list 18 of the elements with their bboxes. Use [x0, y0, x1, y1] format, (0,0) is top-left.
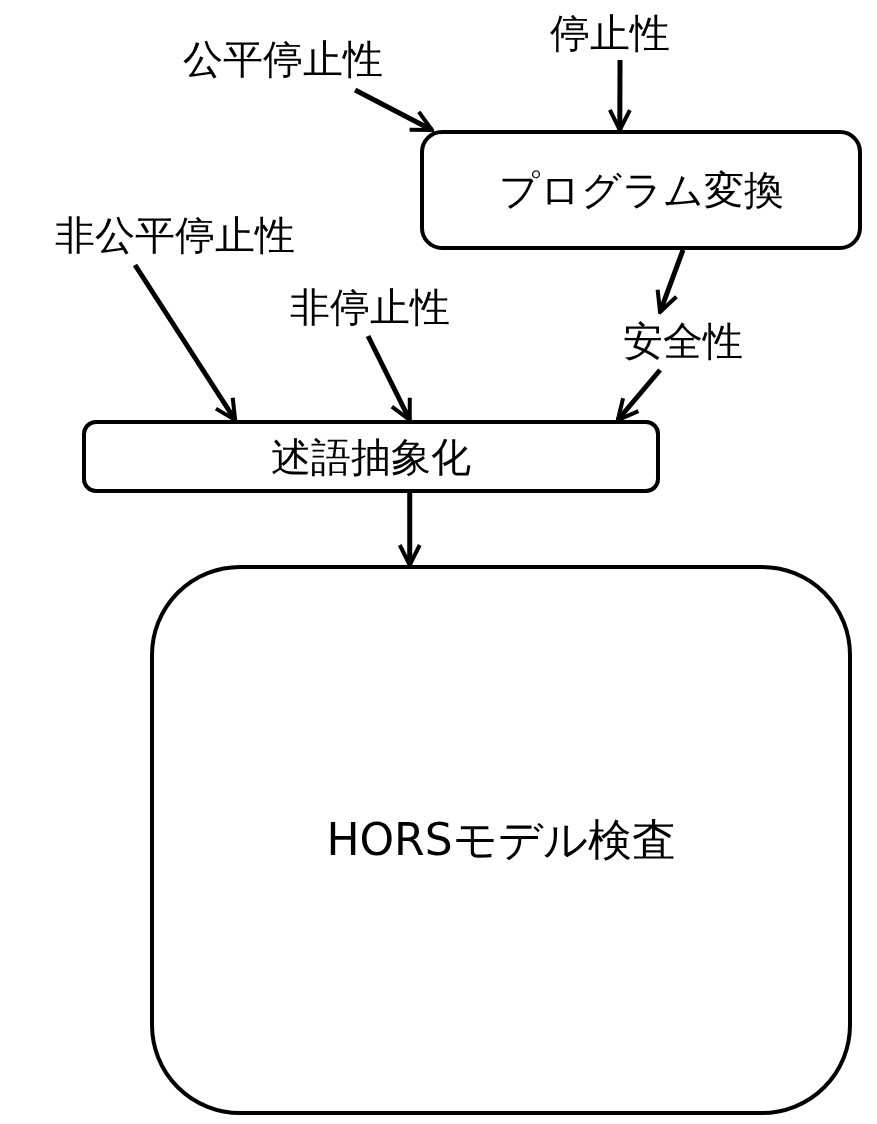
- process-box: [150, 565, 852, 1115]
- arrow: [132, 263, 238, 422]
- process-box: [420, 130, 862, 250]
- box-label: 述語抽象化: [271, 434, 471, 479]
- arrow: [365, 334, 412, 422]
- property-label: 停止性: [525, 5, 695, 60]
- property-label: 公平停止性: [150, 28, 415, 90]
- property-label: 非公平停止性: [15, 205, 335, 265]
- arrow: [615, 368, 662, 422]
- process-box: [82, 420, 660, 493]
- property-label: 非停止性: [262, 278, 477, 336]
- arrow: [397, 493, 422, 567]
- property-label: 安全性: [600, 312, 765, 370]
- arrow: [607, 60, 632, 132]
- arrow: [655, 249, 686, 314]
- box-label: プログラム変換: [498, 168, 784, 212]
- arrow: [353, 87, 434, 133]
- box-label: HORSモデル検査: [326, 815, 676, 865]
